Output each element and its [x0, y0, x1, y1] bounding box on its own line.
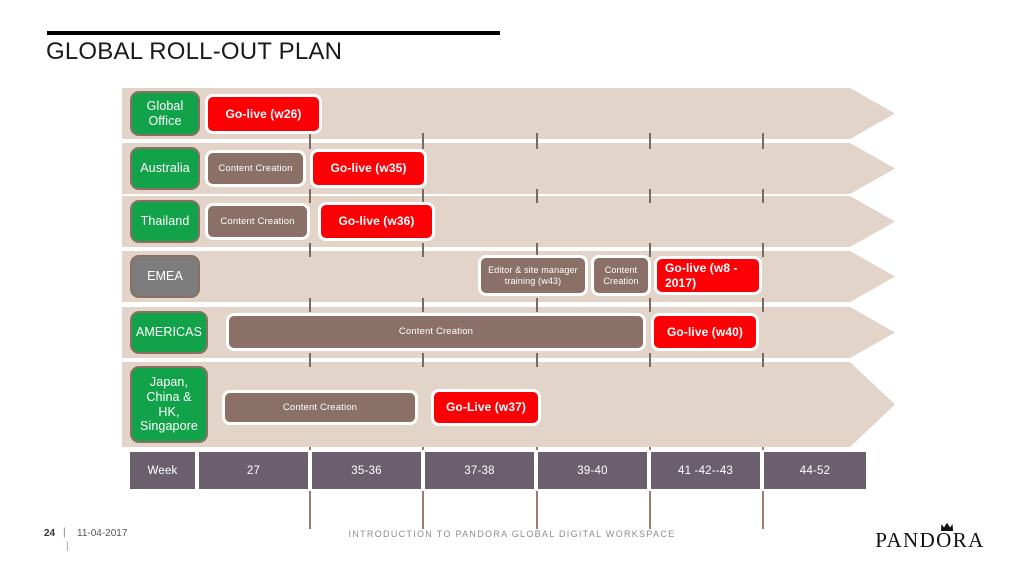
- pandora-logo-text: PANDORA: [875, 528, 985, 552]
- tick-mark: [422, 353, 424, 367]
- task-global-office-go-live[interactable]: Go-live (w26): [205, 94, 322, 134]
- tick-mark: [422, 133, 424, 149]
- tick-mark: [309, 133, 311, 149]
- tick-mark: [422, 189, 424, 203]
- footer-separator: |: [63, 527, 66, 538]
- tick-mark: [762, 133, 764, 149]
- week-bar-header: Week: [128, 450, 197, 491]
- task-thailand-go-live[interactable]: Go-live (w36): [318, 202, 435, 241]
- tick-mark: [649, 133, 651, 149]
- task-emea-editor-site-manager-training[interactable]: Editor & site manager training (w43): [478, 255, 588, 296]
- task-americas-content-creation[interactable]: Content Creation: [226, 313, 646, 351]
- footer-date: 11-04-2017: [77, 528, 128, 539]
- tick-mark: [536, 189, 538, 203]
- row-label-global-office[interactable]: Global Office: [130, 91, 200, 136]
- task-americas-go-live[interactable]: Go-live (w40): [651, 313, 759, 351]
- tick-mark: [309, 353, 311, 367]
- page-title: GLOBAL ROLL-OUT PLAN: [46, 38, 343, 65]
- tick-mark: [762, 189, 764, 203]
- tick-mark: [422, 243, 424, 257]
- tick-mark: [309, 189, 311, 203]
- task-emea-go-live[interactable]: Go-live (w8 - 2017): [654, 256, 762, 295]
- crown-icon: [941, 522, 953, 531]
- week-cell-41-42-43[interactable]: 41 -42--43: [649, 450, 762, 491]
- tick-mark: [762, 243, 764, 257]
- row-label-australia[interactable]: Australia: [130, 147, 200, 190]
- tick-mark: [649, 353, 651, 367]
- tick-mark: [762, 353, 764, 367]
- footer-page-number: 24: [44, 528, 56, 539]
- tick-mark: [309, 298, 311, 312]
- week-cell-39-40[interactable]: 39-40: [536, 450, 649, 491]
- title-rule: [47, 31, 500, 35]
- tick-mark: [536, 353, 538, 367]
- task-australia-content-creation[interactable]: Content Creation: [205, 150, 306, 187]
- row-label-americas[interactable]: AMERICAS: [130, 311, 208, 354]
- tick-mark: [536, 243, 538, 257]
- pandora-logo: PANDORA: [866, 519, 994, 553]
- tick-mark: [649, 189, 651, 203]
- tick-mark: [422, 298, 424, 312]
- task-emea-content-creation[interactable]: Content Creation: [591, 255, 651, 296]
- row-label-thailand[interactable]: Thailand: [130, 200, 200, 243]
- tick-mark: [536, 298, 538, 312]
- week-cell-37-38[interactable]: 37-38: [423, 450, 536, 491]
- week-cell-44-52[interactable]: 44-52: [762, 450, 868, 491]
- task-australia-go-live[interactable]: Go-live (w35): [310, 149, 427, 188]
- tick-mark: [536, 133, 538, 149]
- tick-mark: [762, 298, 764, 312]
- task-thailand-content-creation[interactable]: Content Creation: [205, 203, 310, 240]
- row-label-japan-china-hk-singapore[interactable]: Japan, China & HK, Singapore: [130, 366, 208, 443]
- week-cell-27[interactable]: 27: [197, 450, 310, 491]
- tick-mark: [649, 298, 651, 312]
- row-label-emea[interactable]: EMEA: [130, 255, 200, 298]
- task-apac-go-live[interactable]: Go-Live (w37): [431, 389, 541, 426]
- tick-mark: [309, 243, 311, 257]
- footer-deck-title: INTRODUCTION TO PANDORA GLOBAL DIGITAL W…: [348, 529, 676, 539]
- task-apac-content-creation[interactable]: Content Creation: [222, 390, 418, 425]
- footer-tick-mark: |: [66, 541, 69, 552]
- week-cell-35-36[interactable]: 35-36: [310, 450, 423, 491]
- tick-mark: [649, 243, 651, 257]
